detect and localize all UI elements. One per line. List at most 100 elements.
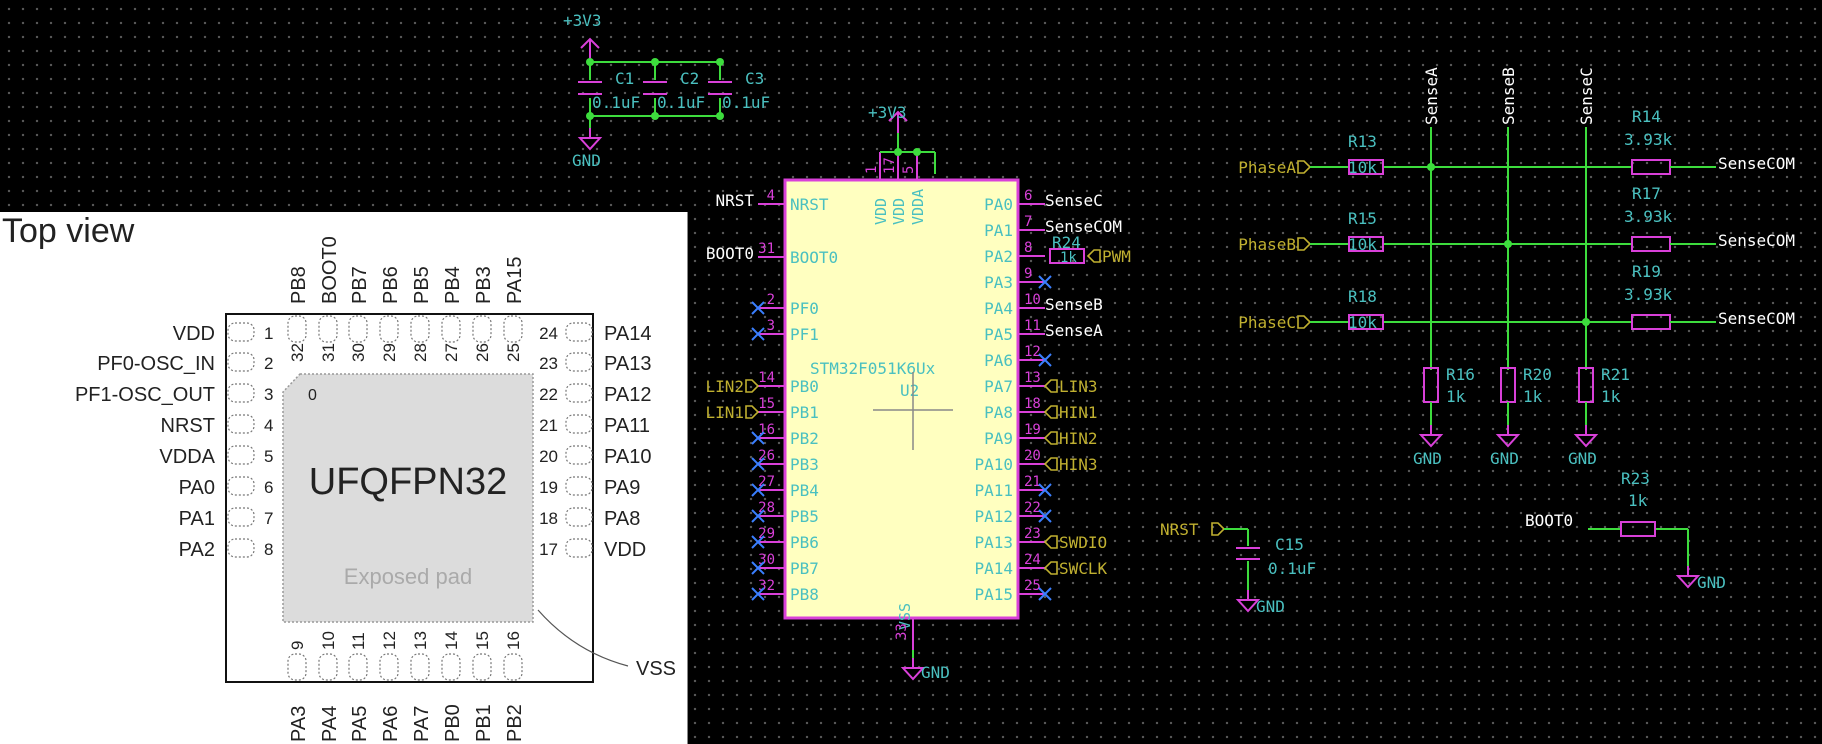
hier-label-shape (745, 405, 760, 419)
pin-number: 5 (901, 166, 917, 174)
mcu-body[interactable] (783, 178, 1020, 620)
pin-name: PA15 (974, 585, 1013, 604)
gnd-label: GND (1490, 449, 1519, 468)
vss-leader-line (537, 609, 629, 667)
gnd-symbol (1573, 425, 1599, 448)
package-pin-pad (472, 653, 492, 681)
pin-name: PB4 (790, 481, 819, 500)
pin-name: PB5 (790, 507, 819, 526)
hier-label-shape (1297, 160, 1312, 174)
junction-dot (913, 148, 921, 156)
pin-number: 7 (264, 509, 273, 528)
gnd-symbol (577, 128, 603, 151)
pin-number: 5 (264, 447, 273, 466)
gnd-label: GND (1697, 573, 1726, 592)
resistor-ref: R17 (1632, 184, 1661, 203)
resistor-ref: R15 (1348, 209, 1377, 228)
pin-name: PB1 (790, 403, 819, 422)
pin-name: PA9 (984, 429, 1013, 448)
pin-name: PB8 (790, 585, 819, 604)
exposed-pad (282, 373, 534, 623)
cap-value: 0.1uF (1268, 559, 1316, 578)
package-pin-pad (348, 315, 368, 343)
pin-name: NRST (790, 195, 829, 214)
resistor-body (1348, 314, 1384, 330)
pin-name: VDDA (159, 446, 215, 468)
pin-name: PA8 (604, 508, 640, 530)
junction-dot (1427, 163, 1435, 171)
pin-number: 23 (1024, 526, 1041, 542)
pin-number: 12 (1024, 344, 1041, 360)
cap-ref: C15 (1275, 535, 1304, 554)
pin-name: PA14 (974, 559, 1013, 578)
no-connect-flag (1038, 483, 1052, 497)
pin-number: 11 (349, 632, 368, 650)
package-pin-pad (227, 445, 255, 465)
resistor-value: 1k (1060, 250, 1077, 266)
pin-name: VDD (872, 198, 890, 225)
pin-name: PB8 (288, 266, 310, 304)
resistor-body (1348, 159, 1384, 175)
pin-number: 1 (264, 324, 273, 343)
resistor-ref: R18 (1348, 287, 1377, 306)
package-pin-pad (287, 315, 307, 343)
pin-number: 32 (288, 343, 307, 362)
pin-name: PA7 (411, 706, 433, 742)
pin-number: 25 (504, 343, 523, 362)
package-pin-pad (410, 653, 430, 681)
pin-number: 9 (1024, 266, 1032, 282)
resistor-ref: R21 (1601, 365, 1630, 384)
boot0-label: BOOT0 (1525, 511, 1573, 530)
junction-dot (1504, 240, 1512, 248)
pin-name: PA11 (604, 415, 650, 437)
package-pin-pad (565, 445, 593, 465)
hier-label-shape (1043, 379, 1058, 393)
pin-name: PF1-OSC_OUT (75, 384, 215, 406)
hier-label: HIN3 (1059, 455, 1098, 474)
pin-number: 16 (504, 631, 523, 650)
pin-number: 28 (411, 343, 430, 362)
pin-name: BOOT0 (790, 248, 838, 267)
no-connect-flag (1038, 353, 1052, 367)
pin-number: 22 (1024, 500, 1041, 516)
no-connect-flag (751, 561, 765, 575)
package-pin-pad (227, 352, 255, 372)
pin-number: 13 (411, 631, 430, 650)
pin-name: PA3 (288, 706, 310, 742)
package-pin-pad (565, 507, 593, 527)
net-label: NRST (715, 191, 754, 210)
pin-name: PF1 (790, 325, 819, 344)
pin-name: PA5 (349, 706, 371, 742)
pin-number: 31 (758, 241, 775, 257)
pin-number: 7 (1024, 214, 1032, 230)
hier-label: SWCLK (1059, 559, 1108, 578)
pin-number: 24 (539, 324, 558, 343)
pin-number: 9 (288, 641, 307, 650)
pin-name: PA2 (984, 247, 1013, 266)
gnd-symbol (1495, 425, 1521, 448)
gnd-label: GND (1568, 449, 1597, 468)
pin-number: 3 (767, 318, 775, 334)
net-label: SenseCOM (1045, 217, 1122, 236)
package-pin-pad (565, 414, 593, 434)
pin-number: 8 (264, 540, 273, 559)
pin-name: PA10 (974, 455, 1013, 474)
hier-label: LIN3 (1059, 377, 1098, 396)
cap-value: 0.1uF (657, 93, 705, 112)
phase-input-label: PhaseB (1238, 235, 1296, 254)
package-pin-pad (410, 315, 430, 343)
pin-number: 20 (1024, 448, 1041, 464)
resistor-body (1631, 236, 1671, 252)
pin-number: 1 (864, 166, 880, 174)
pin1-marker: 0 (308, 387, 317, 404)
pin-number: 10 (1024, 292, 1041, 308)
gnd-label: GND (1413, 449, 1442, 468)
vss-label: VSS (636, 658, 676, 680)
hier-label: SWDIO (1059, 533, 1107, 552)
pin-number: 21 (539, 416, 558, 435)
no-connect-flag (751, 509, 765, 523)
mcu-part-name: STM32F051K6Ux (810, 359, 936, 378)
pin-name: PA3 (984, 273, 1013, 292)
resistor-value: 1k (1628, 491, 1648, 510)
